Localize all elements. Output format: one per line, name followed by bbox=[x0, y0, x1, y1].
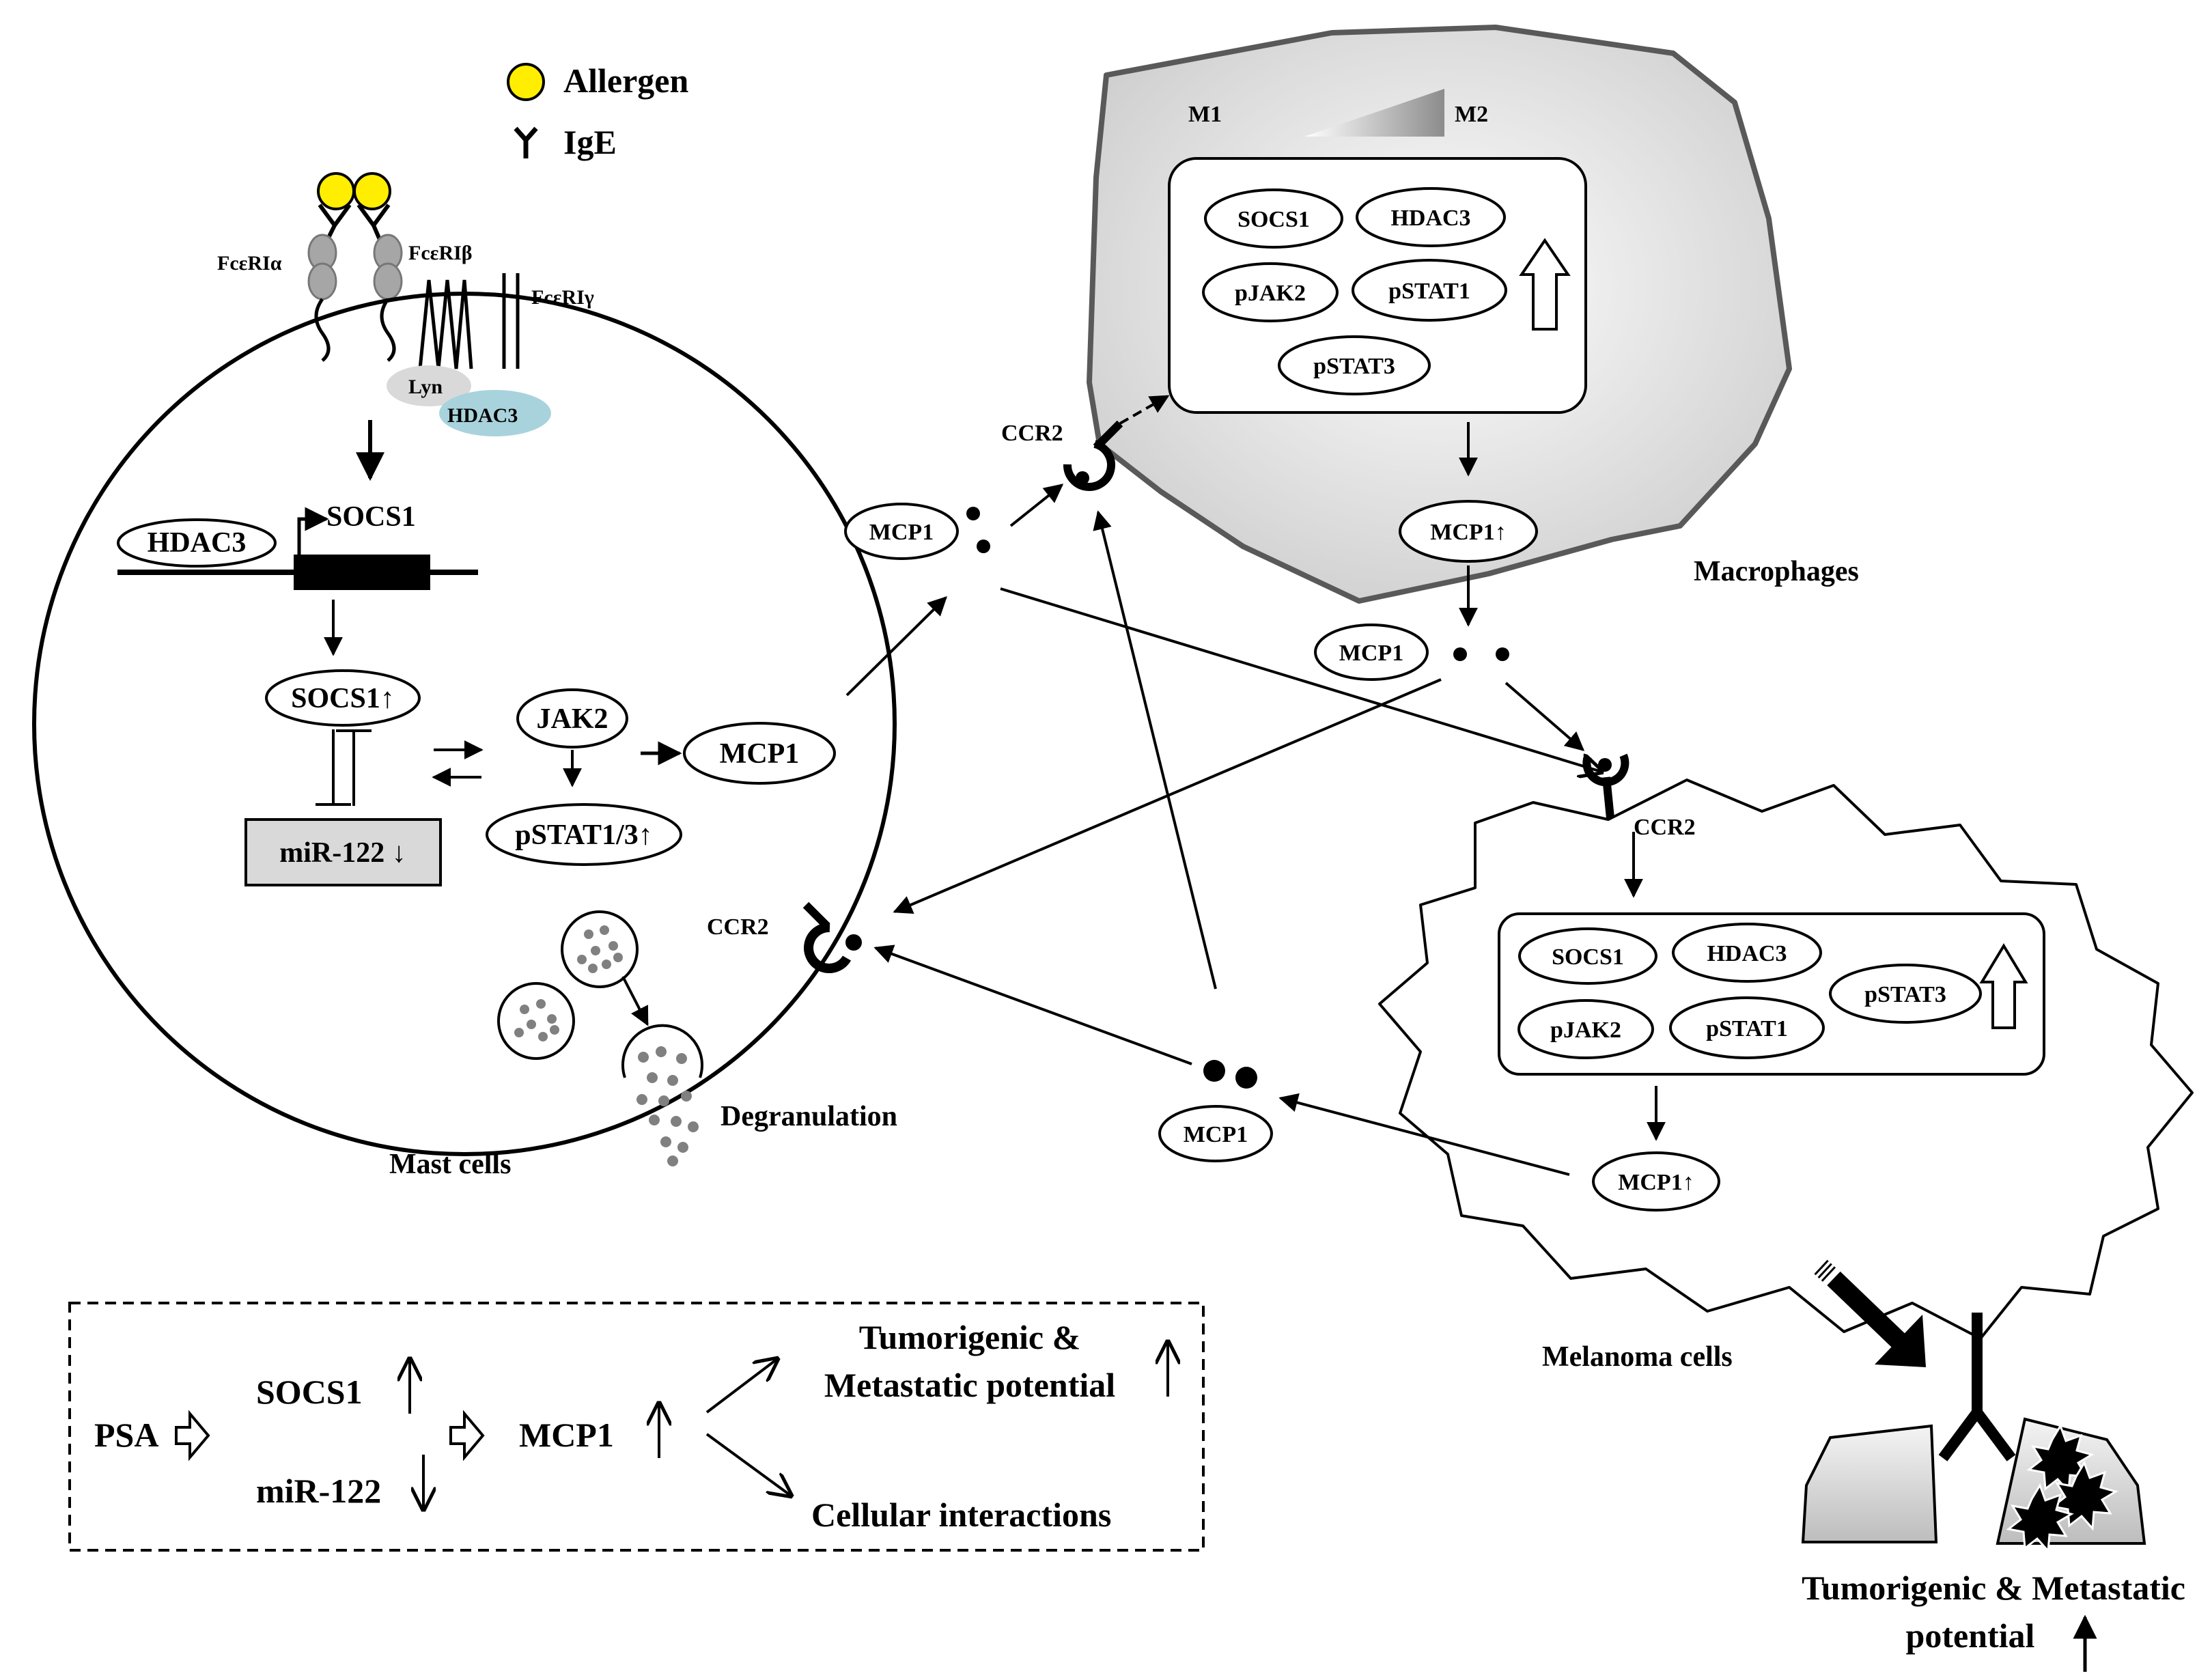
hdac3-oval bbox=[117, 518, 277, 568]
legend: Allergen IgE bbox=[507, 61, 688, 161]
jak2-oval bbox=[516, 688, 628, 748]
macrophage-pstat1-label: pSTAT1 bbox=[1388, 279, 1470, 304]
legend-allergen-label: Allergen bbox=[563, 61, 688, 100]
summary-tumor-line2: Metastatic potential bbox=[824, 1366, 1115, 1404]
outcome-line2: potential bbox=[1906, 1616, 2035, 1655]
melanoma-mcp1-label: MCP1↑ bbox=[1618, 1170, 1694, 1195]
allergen-icon bbox=[507, 63, 545, 101]
fceri-beta-icon bbox=[418, 279, 473, 369]
lungs-icon bbox=[1801, 1313, 2146, 1554]
mcp1-macrophage-signal-label: MCP1 bbox=[1339, 641, 1403, 666]
legend-ige-label: IgE bbox=[563, 123, 617, 161]
lyn-blob bbox=[387, 365, 471, 406]
ccr2-receptor-mast: CCR2 bbox=[707, 901, 862, 973]
pstat-oval bbox=[486, 803, 682, 866]
ccr2-melanoma-label: CCR2 bbox=[1634, 815, 1696, 840]
hdac3-membrane-label: HDAC3 bbox=[447, 404, 518, 427]
socs1-gene: SOCS1 HDAC3 bbox=[117, 501, 478, 590]
summary-tumor-line1: Tumorigenic & bbox=[859, 1318, 1081, 1356]
macrophage-mcp1-oval bbox=[1399, 500, 1538, 563]
hollow-arrow-icon bbox=[175, 1410, 210, 1461]
inhibition-symbol bbox=[316, 729, 372, 806]
summary-socs1-label: SOCS1 bbox=[256, 1373, 363, 1411]
mcp1-molecule bbox=[1203, 1060, 1225, 1082]
mast-cell: SOCS1 HDAC3 SOCS1↑ miR-122 ↓ JAK2 pSTAT1… bbox=[32, 292, 897, 1180]
socs1-up-oval bbox=[265, 669, 421, 727]
fceri-alpha-label: FcεRIα bbox=[217, 252, 282, 275]
macrophage: M1 M2 SOCS1 HDAC3 pJAK2 pSTAT1 pSTAT3 MC… bbox=[1087, 25, 1859, 604]
hdac3-gene-label: HDAC3 bbox=[148, 527, 247, 559]
melanoma-cell: SOCS1 HDAC3 pSTAT3 pJAK2 pSTAT1 MCP1↑ Me… bbox=[1378, 779, 2194, 1373]
granule-vesicle bbox=[497, 982, 575, 1060]
pstat-label: pSTAT1/3↑ bbox=[515, 820, 653, 851]
ige-icon bbox=[514, 126, 538, 158]
summary-mir122-label: miR-122 bbox=[256, 1472, 381, 1510]
mcp1-mast-label: MCP1 bbox=[720, 738, 800, 770]
summary-mcp1-label: MCP1 bbox=[519, 1416, 614, 1454]
melanoma-pjak2-label: pJAK2 bbox=[1550, 1018, 1621, 1043]
summary-psa-label: PSA bbox=[94, 1416, 158, 1454]
mcp1-mast-signal-label: MCP1 bbox=[869, 520, 934, 545]
mcp1-signal-melanoma: MCP1 bbox=[1158, 1060, 1273, 1162]
ccr2-mast-label: CCR2 bbox=[707, 914, 769, 940]
fceri-gamma-icon bbox=[502, 273, 520, 369]
lyn-label: Lyn bbox=[408, 376, 443, 398]
up-hollow-arrow-icon bbox=[1979, 943, 2028, 1029]
mast-cells-label: Mast cells bbox=[389, 1149, 511, 1180]
fceri-alpha-icon bbox=[307, 234, 403, 362]
mcp1-melanoma-signal-label: MCP1 bbox=[1184, 1122, 1248, 1147]
jak2-label: JAK2 bbox=[537, 703, 608, 735]
degranulation-icon bbox=[621, 1024, 703, 1166]
macrophage-pjak2-label: pJAK2 bbox=[1235, 281, 1306, 306]
socs1-up-label: SOCS1↑ bbox=[291, 683, 395, 714]
ccr2-receptor-macrophage: CCR2 bbox=[1001, 395, 1170, 491]
mcp1-molecule bbox=[1496, 647, 1509, 661]
up-hollow-arrow-icon bbox=[1519, 238, 1571, 331]
m1-m2-gradient bbox=[1304, 89, 1444, 137]
outcome-line1: Tumorigenic & Metastatic bbox=[1802, 1569, 2185, 1607]
melanoma-pstat1-label: pSTAT1 bbox=[1706, 1016, 1788, 1041]
macrophage-socs1-label: SOCS1 bbox=[1237, 207, 1310, 232]
tumor-nodule-icon bbox=[2006, 1483, 2074, 1554]
melanoma-pstat3-label: pSTAT3 bbox=[1864, 982, 1946, 1007]
summary-cellular-label: Cellular interactions bbox=[811, 1496, 1111, 1534]
mcp1-mast-oval bbox=[683, 722, 836, 785]
granule-vesicle bbox=[561, 910, 639, 988]
melanoma-hdac3-label: HDAC3 bbox=[1707, 941, 1787, 966]
hollow-arrow-icon bbox=[449, 1410, 485, 1461]
melanoma-mcp1-oval bbox=[1592, 1151, 1720, 1212]
degranulation-label: Degranulation bbox=[720, 1101, 897, 1132]
macrophages-label: Macrophages bbox=[1694, 556, 1859, 587]
tumor-nodule-icon bbox=[2050, 1460, 2118, 1531]
macrophage-hdac3-label: HDAC3 bbox=[1390, 206, 1470, 231]
macrophage-pstat3-label: pSTAT3 bbox=[1313, 354, 1395, 379]
mcp1-molecule bbox=[966, 507, 980, 520]
fceri-beta-label: FcεRIβ bbox=[408, 242, 473, 264]
hdac3-blob bbox=[439, 390, 551, 436]
melanoma-cells-label: Melanoma cells bbox=[1542, 1341, 1733, 1373]
mcp1-molecule bbox=[1235, 1067, 1257, 1089]
receptor-complex: FcεRIα FcεRIβ FcεRIγ Lyn HDAC3 bbox=[217, 172, 594, 436]
ccr2-receptor-melanoma: CCR2 bbox=[1582, 753, 1696, 898]
allergen-icon bbox=[353, 172, 391, 210]
melanoma-socs1-label: SOCS1 bbox=[1552, 944, 1624, 970]
mast-cell-membrane bbox=[32, 292, 897, 1156]
ccr2-macrophage-label: CCR2 bbox=[1001, 421, 1063, 446]
summary-box: PSA SOCS1 miR-122 MCP1 Tumorigenic & Met… bbox=[68, 1302, 1205, 1552]
socs1-gene-label: SOCS1 bbox=[326, 501, 416, 533]
mcp1-signal-macrophage: MCP1 bbox=[1314, 624, 1509, 681]
mcp1-molecule bbox=[1453, 647, 1467, 661]
metastasis-arrow-icon bbox=[1814, 1259, 1926, 1367]
mir122-box bbox=[244, 818, 442, 886]
allergen-icon bbox=[317, 172, 355, 210]
mcp1-molecule bbox=[977, 540, 990, 553]
mir122-label: miR-122 ↓ bbox=[279, 837, 406, 869]
mcp1-signal-mast: MCP1 bbox=[844, 503, 990, 560]
m2-label: M2 bbox=[1455, 102, 1488, 127]
macrophage-mcp1-label: MCP1↑ bbox=[1430, 520, 1506, 545]
m1-label: M1 bbox=[1188, 102, 1222, 127]
